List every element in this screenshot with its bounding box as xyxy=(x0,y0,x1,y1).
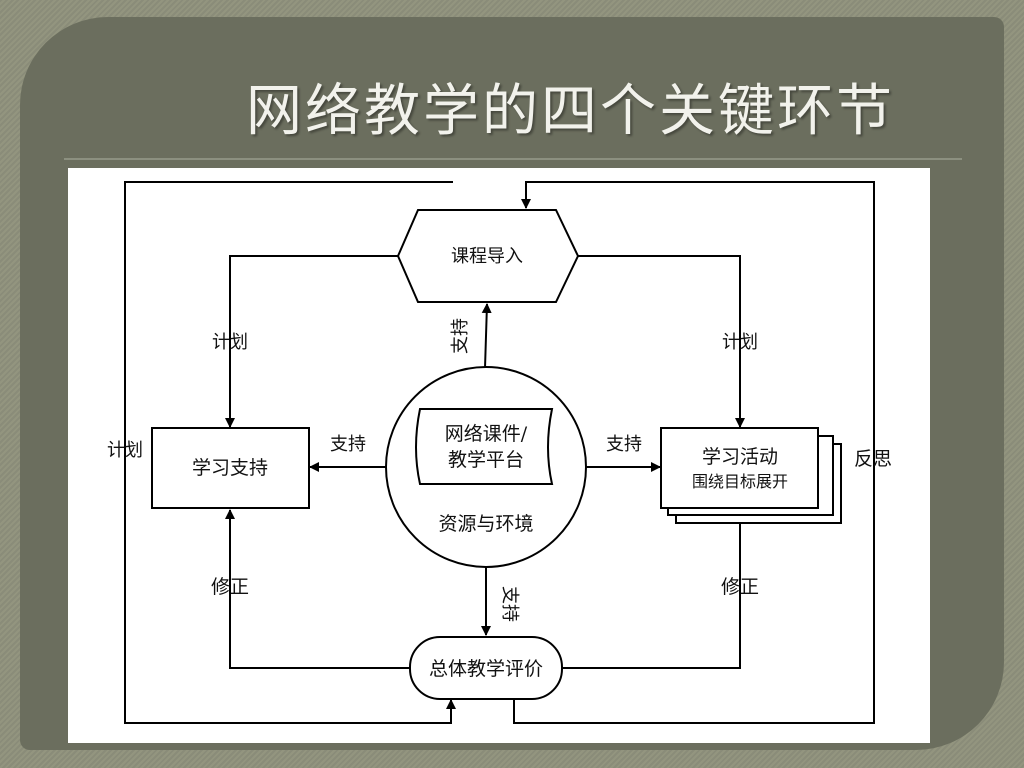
label-plan-right: 计划 xyxy=(722,332,758,353)
edge-eval-to-support xyxy=(225,509,410,669)
label-revise-right: 修正 xyxy=(721,576,759,598)
node-learning-support xyxy=(151,427,310,509)
label-support-top: 支持 xyxy=(450,318,471,354)
node-resources-label: 资源与环境 xyxy=(438,513,533,535)
label-support-bottom: 支持 xyxy=(499,586,520,622)
edge-intro-to-activity xyxy=(578,255,745,428)
edge-center-to-intro xyxy=(481,303,492,369)
slide-title: 网络教学的四个关键环节 xyxy=(246,79,895,144)
diagram-canvas: 课程导入 学习支持 学习活动 围绕目标展开 网络课件/ 教学平台 资源与环境 总… xyxy=(68,168,930,743)
edge-intro-to-support xyxy=(225,255,398,428)
label-plan-left: 计划 xyxy=(212,332,248,353)
node-evaluation-label: 总体教学评价 xyxy=(429,658,543,680)
node-learning-support-label: 学习支持 xyxy=(192,457,268,479)
title-divider xyxy=(64,158,962,160)
node-learning-activity-subtitle: 围绕目标展开 xyxy=(692,472,788,491)
node-evaluation xyxy=(409,636,563,700)
edge-outer-right xyxy=(513,181,875,724)
label-reflect: 反思 xyxy=(854,448,892,470)
label-revise-left: 修正 xyxy=(211,576,249,598)
label-support-right: 支持 xyxy=(606,434,642,455)
node-learning-activity xyxy=(660,427,819,509)
node-learning-activity-title: 学习活动 xyxy=(702,446,778,468)
edge-eval-to-activity xyxy=(562,509,745,669)
node-course-intro-label: 课程导入 xyxy=(451,246,523,267)
label-plan-outer: 计划 xyxy=(107,440,143,461)
flow-diagram: 课程导入 学习支持 学习活动 围绕目标展开 网络课件/ 教学平台 资源与环境 总… xyxy=(107,181,892,724)
node-courseware-line1: 网络课件/ xyxy=(445,423,528,445)
node-courseware-line2: 教学平台 xyxy=(448,449,524,471)
edge-outer-left xyxy=(124,181,456,724)
node-course-intro xyxy=(396,209,580,303)
label-support-left: 支持 xyxy=(330,434,366,455)
node-courseware xyxy=(415,408,554,485)
